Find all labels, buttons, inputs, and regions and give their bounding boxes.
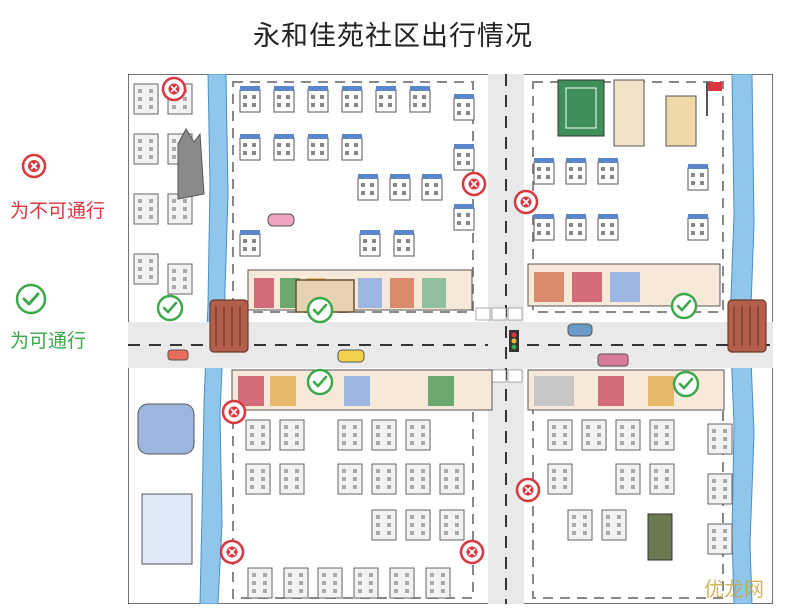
blocked-marker-5 <box>515 477 541 503</box>
blocked-marker-2 <box>461 171 487 197</box>
legend-blocked-icon <box>21 153 47 179</box>
open-marker-1 <box>156 294 184 322</box>
blocked-marker-4 <box>221 399 247 425</box>
open-marker-2 <box>306 296 334 324</box>
blocked-marker-1 <box>161 76 187 102</box>
open-marker-4 <box>306 368 334 396</box>
bridge-right <box>727 299 767 353</box>
legend-open-icon <box>15 283 47 315</box>
blocked-marker-3 <box>513 189 539 215</box>
bridge-left <box>209 299 249 353</box>
rockery <box>177 127 205 200</box>
mall-building <box>137 403 195 455</box>
pagoda <box>647 513 673 561</box>
community-map <box>128 74 773 604</box>
legend-blocked-label: 为不可通行 <box>10 200 106 222</box>
open-marker-5 <box>672 370 700 398</box>
page-title: 永和佳苑社区出行情况 <box>253 21 533 52</box>
crosswalk <box>475 307 523 383</box>
open-marker-3 <box>670 292 698 320</box>
blocked-marker-6 <box>219 539 245 565</box>
watermark: 优龙网 <box>704 577 764 601</box>
legend-open-label: 为可通行 <box>10 330 87 352</box>
blocked-marker-7 <box>459 539 485 565</box>
